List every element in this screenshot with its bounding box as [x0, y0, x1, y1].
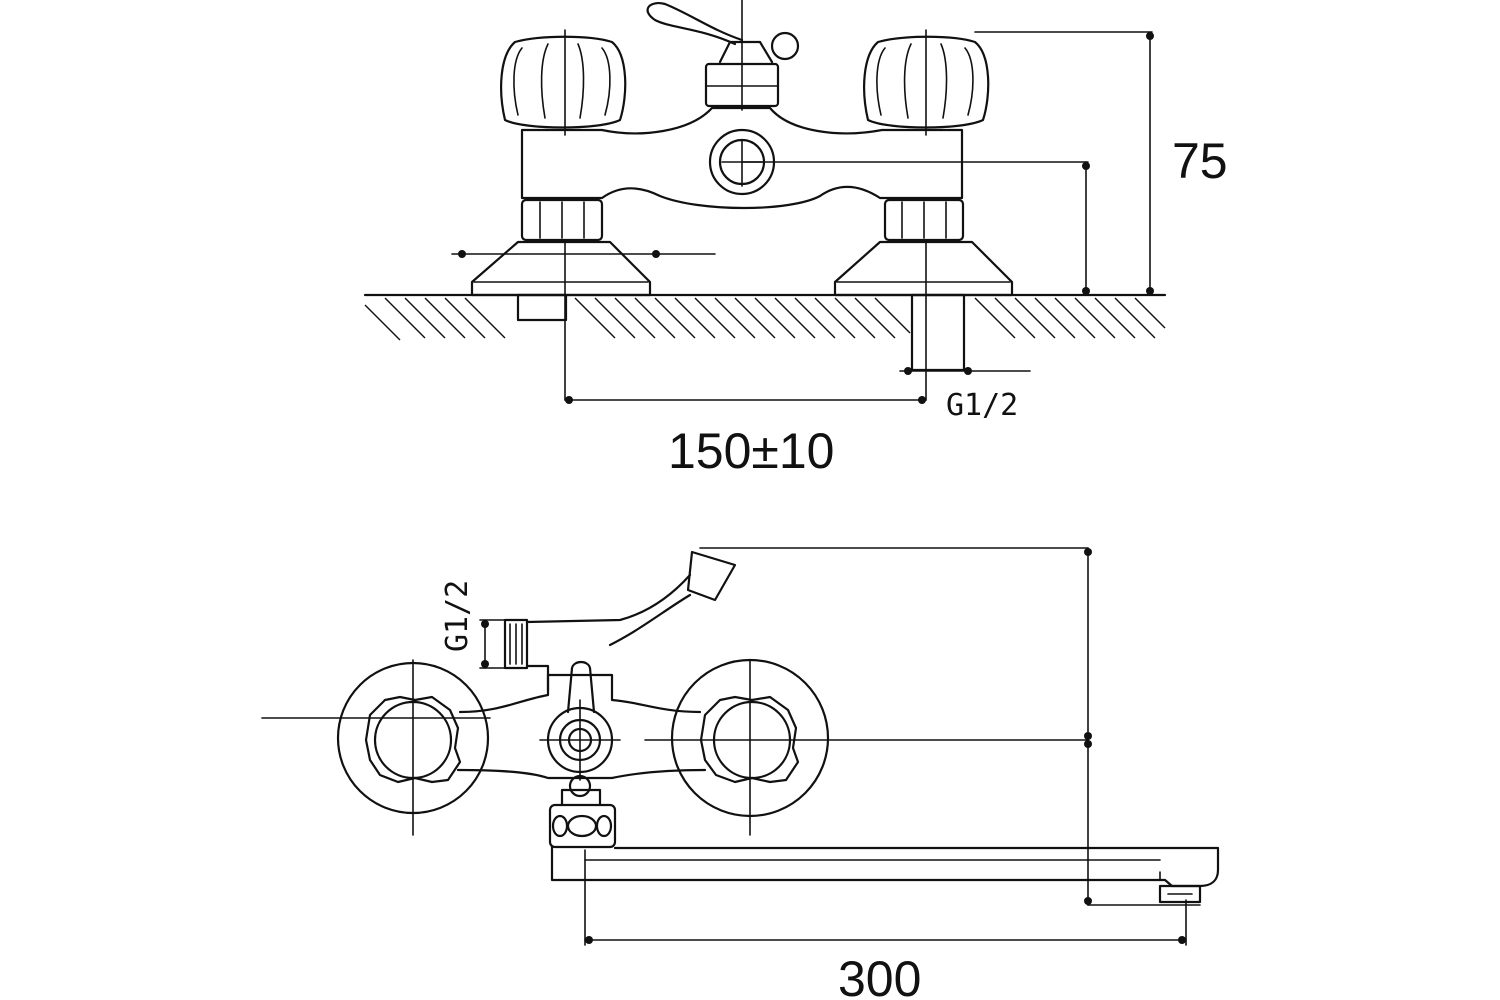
left-escutcheon — [470, 240, 652, 297]
spacing-label: 150±10 — [668, 423, 834, 479]
right-escutcheon — [833, 240, 1014, 297]
spout-nut — [548, 788, 617, 849]
spout-length-dimension: 300 — [584, 849, 1187, 1000]
left-handle — [500, 29, 627, 136]
front-body-top — [458, 673, 702, 714]
right-hex-nut — [883, 198, 965, 242]
center-lever — [566, 660, 596, 714]
left-inlet-pipe — [516, 293, 568, 322]
spout — [550, 845, 1220, 904]
thread-dimension-side: G1/2 — [440, 580, 506, 669]
spout-height-dimension — [644, 547, 1201, 906]
shower-outlet — [503, 550, 737, 692]
thread-dimension-top: G1/2 — [899, 367, 1031, 423]
front-elevation-view: 300 G1/2 — [261, 547, 1220, 1000]
thread-label-side: G1/2 — [440, 580, 475, 652]
side-elevation-view: 75 150±10 G1/2 — [363, 0, 1228, 479]
height-label: 75 — [1172, 133, 1228, 189]
right-inlet-pipe — [910, 293, 966, 372]
mixer-body — [520, 106, 964, 210]
lever-tip — [686, 550, 737, 602]
diverter-lever — [646, 0, 800, 111]
left-hex-nut — [520, 198, 604, 242]
outlet-thread — [503, 618, 529, 670]
spacing-dimension: 150±10 — [564, 396, 927, 479]
spout-length-label: 300 — [838, 951, 921, 1000]
right-handle — [863, 29, 990, 136]
thread-label-top: G1/2 — [946, 388, 1018, 423]
wall-hatching — [364, 297, 1166, 341]
height-dimension: 75 — [741, 31, 1228, 296]
